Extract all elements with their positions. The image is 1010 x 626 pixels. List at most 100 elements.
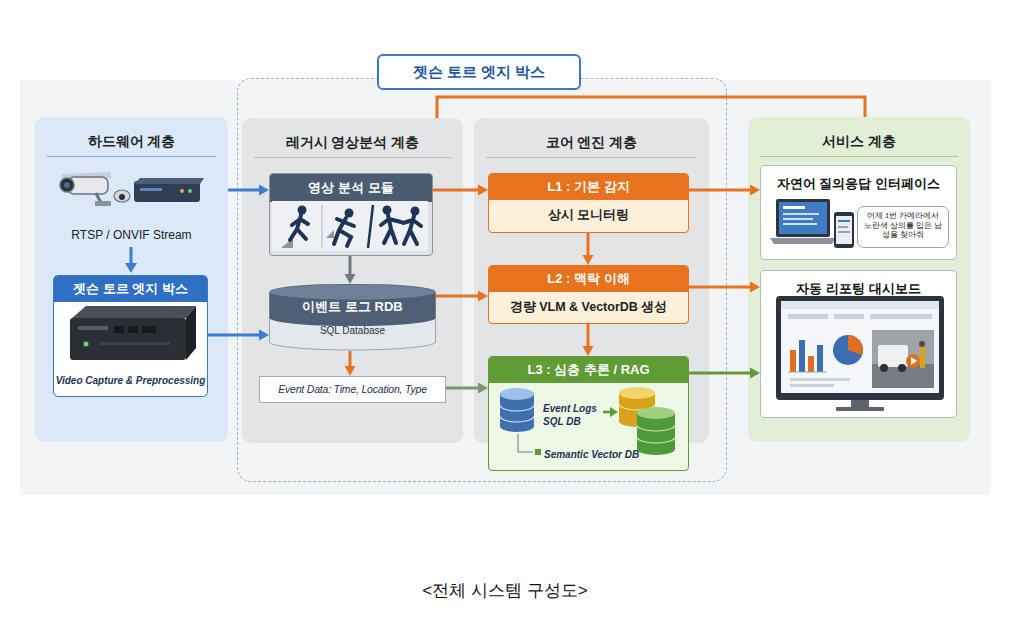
engine-level-box: L3 : 심층 추론 / RAGEvent Logs SQL DBSemanti… — [488, 356, 689, 471]
dashboard-illustration — [906, 354, 920, 368]
activity-pictograms — [411, 207, 420, 216]
dashboard-illustration — [851, 400, 869, 408]
activity-pictograms — [334, 218, 354, 246]
dashboard-illustration — [920, 348, 925, 368]
database-icons — [500, 394, 534, 432]
laptop-illustration — [770, 238, 836, 244]
camera-icon — [68, 177, 108, 194]
database-icons — [500, 387, 675, 455]
database-icons — [518, 434, 533, 452]
node-title: L1 : 기본 감지 — [489, 174, 688, 200]
flow-arrow — [689, 185, 760, 196]
stream-arrow — [130, 247, 133, 264]
device-illustration — [142, 326, 156, 333]
dashboard-illustration — [781, 301, 939, 393]
arrow-head — [583, 255, 594, 265]
dashboard-illustration — [834, 314, 864, 319]
node-title: 이벤트 로그 RDB — [269, 298, 436, 316]
arrow-line — [349, 256, 352, 276]
arrow-head — [259, 185, 269, 196]
database-icons — [637, 425, 675, 443]
arrow-head — [345, 274, 356, 284]
arrow-line — [208, 334, 261, 337]
node-title: 젯슨 토르 엣지 박스 — [54, 276, 207, 302]
laptop-illustration — [783, 218, 813, 220]
recorder-icon — [140, 188, 162, 191]
dashboard-illustration — [808, 356, 814, 372]
laptop-illustration — [838, 226, 848, 228]
flow-arrow — [689, 368, 760, 379]
dashboard-illustration — [790, 350, 796, 372]
dashboard-illustration — [788, 314, 828, 319]
arrow-head — [478, 383, 488, 394]
recorder-icon — [188, 189, 192, 193]
arrow-line — [689, 189, 752, 192]
flow-arrow — [446, 383, 488, 394]
node-text: 경량 VLM & VectorDB 생성 — [489, 292, 688, 322]
dashboard-illustration — [781, 301, 939, 309]
dashboard-illustration — [911, 357, 917, 365]
arrow-head — [750, 185, 760, 196]
device-illustration — [84, 342, 89, 347]
arrow-head — [345, 366, 356, 376]
arrow-line — [689, 286, 752, 289]
camera-icon — [62, 172, 112, 180]
dashboard-illustration — [872, 364, 934, 388]
device-illustration — [70, 318, 186, 360]
arrow-head — [750, 368, 760, 379]
database-icons — [637, 407, 675, 419]
cylinder-band — [270, 284, 436, 326]
camera-icon — [114, 190, 130, 202]
layer-panel: 하드웨어 계층젯슨 토르 엣지 박스Video Capture & Prepro… — [35, 117, 228, 442]
figure-caption: <전체 시스템 구성도> — [0, 579, 1010, 602]
flow-arrow — [689, 282, 760, 293]
laptop-illustration — [838, 220, 850, 222]
flow-arrow — [583, 233, 594, 265]
stream-arrow — [125, 247, 137, 273]
laptop-illustration — [783, 206, 805, 209]
database-icons — [500, 405, 534, 422]
flow-arrow — [345, 351, 356, 376]
activity-pictograms — [403, 216, 421, 244]
database-cylinder: 이벤트 로그 RDBSQL Database — [269, 284, 436, 351]
engine-level-box: L1 : 기본 감지상시 모니터링 — [488, 173, 689, 233]
speech-bubble: 어제 1번 카메라에서 노란색 상의를 입은 남성을 찾아줘 — [857, 206, 949, 248]
flow-arrow — [228, 185, 269, 196]
laptop-illustration — [783, 223, 817, 225]
activity-pictograms — [326, 230, 334, 238]
dashboard-illustration — [872, 330, 934, 388]
activity-pictograms — [321, 205, 323, 248]
arrow-line — [433, 189, 480, 192]
node-title: L3 : 심층 추론 / RAG — [489, 357, 688, 383]
dashboard-illustration — [880, 364, 888, 372]
device-illustration — [72, 306, 196, 318]
database-icons — [619, 387, 655, 399]
database-icons — [619, 404, 655, 410]
camera-icon — [60, 172, 130, 206]
recorder-icon — [134, 181, 200, 202]
node-title: 서비스 계층 — [760, 127, 958, 157]
device-illustration — [70, 306, 196, 360]
node-text: 상시 모니터링 — [489, 200, 688, 230]
laptop-illustration — [783, 213, 819, 215]
activity-pictograms — [368, 205, 373, 248]
activity-pictograms — [290, 215, 308, 240]
flow-arrow — [208, 330, 269, 341]
engine-level-box: L2 : 맥락 이해경량 VLM & VectorDB 생성 — [488, 265, 689, 324]
arrow-line — [228, 189, 261, 192]
device-illustration — [78, 326, 108, 330]
arrow-head — [259, 330, 269, 341]
node-title: Event Data: Time, Location, Type — [260, 377, 445, 402]
dashboard-illustration — [788, 372, 827, 373]
device-illustration — [100, 342, 170, 345]
arrow-head — [583, 346, 594, 356]
layer-panel: 서비스 계층자연어 질의응답 인터페이스어제 1번 카메라에서 노란색 상의를 … — [748, 117, 970, 442]
dashboard-illustration — [790, 384, 834, 387]
device-illustration — [114, 326, 124, 333]
camera-icon — [64, 182, 70, 188]
database-icons — [603, 411, 611, 414]
arrow-line — [689, 372, 752, 375]
camera-icon — [95, 201, 111, 206]
boundary-group: 젯슨 토르 엣지 박스레거시 영상분석 계층영상 분석 모듈이벤트 로그 RDB… — [237, 78, 727, 482]
laptop-illustration — [838, 231, 850, 233]
